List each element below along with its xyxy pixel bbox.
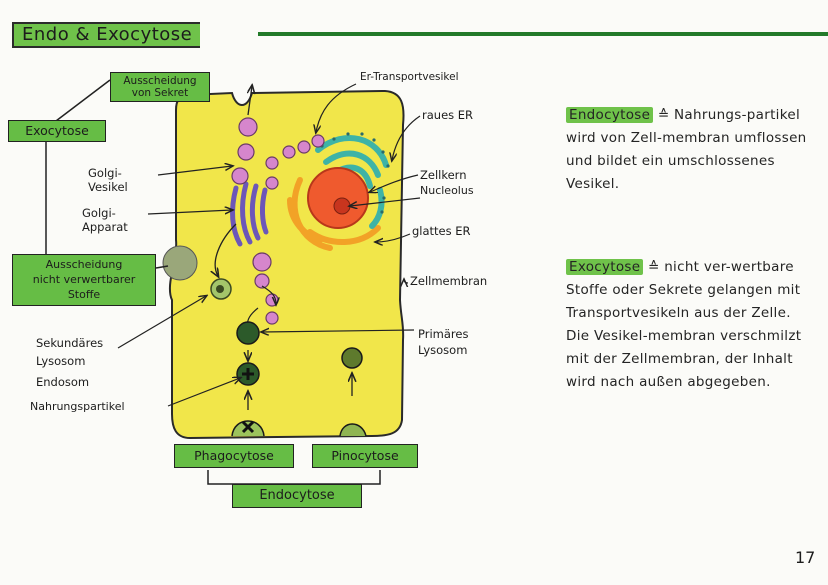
label-golgi-apparat: Golgi- Apparat — [82, 206, 128, 234]
title-underline — [258, 32, 828, 36]
smooth-er — [287, 177, 381, 251]
exocytose-box: Exocytose — [8, 120, 106, 142]
ausscheidung-stoffe-box: Ausscheidung nicht verwertbarer Stoffe — [12, 254, 156, 306]
label-zellmembran: Zellmembran — [410, 274, 488, 288]
text-exocytose: nicht ver-wertbare Stoffe oder Sekrete g… — [566, 259, 802, 390]
label-nahrungspartikel: Nahrungspartikel — [30, 400, 125, 413]
label-glattes-er: glattes ER — [412, 224, 471, 238]
symbol-endocytose: ≙ — [657, 107, 670, 123]
label-golgi-vesikel: Golgi- Vesikel — [88, 166, 128, 194]
label-raues-er: raues ER — [422, 108, 474, 122]
endocytose-box: Endocytose — [232, 484, 362, 508]
term-endocytose: Endocytose — [566, 107, 654, 123]
nucleolus — [333, 197, 351, 215]
text-endocytose: Nahrungs-partikel wird von Zell-membran … — [566, 107, 807, 192]
definition-endocytose: Endocytose ≙ Nahrungs-partikel wird von … — [566, 104, 818, 196]
pinocytose-box: Pinocytose — [312, 444, 418, 468]
label-nucleolus: Nucleolus — [420, 184, 474, 197]
label-er-transportvesikel: Er-Transportvesikel — [360, 71, 459, 83]
label-sekundaeres-lysosom: Sekundäres Lysosom — [36, 336, 104, 368]
cell-diagram — [45, 79, 421, 488]
label-primaeres-lysosom: Primäres Lysosom — [418, 327, 469, 357]
ausscheidung-sekret-box: Ausscheidung von Sekret — [110, 72, 210, 102]
primary-lysosome — [236, 321, 260, 345]
golgi-apparatus — [230, 181, 269, 247]
pinocytosis-vesicle — [341, 347, 363, 369]
nucleus — [307, 167, 369, 229]
phagocytose-box: Phagocytose — [174, 444, 294, 468]
symbol-exocytose: ≙ — [647, 259, 660, 275]
definition-exocytose: Exocytose ≙ nicht ver-wertbare Stoffe od… — [566, 256, 818, 394]
label-endosom: Endosom — [36, 375, 90, 389]
term-exocytose: Exocytose — [566, 259, 644, 275]
golgi-vesicles — [231, 117, 325, 289]
label-zellkern: Zellkern — [420, 168, 467, 182]
exocytosis-blob — [162, 245, 198, 281]
page-number: 17 — [795, 548, 816, 567]
page-title: Endo & Exocytose — [12, 22, 201, 48]
